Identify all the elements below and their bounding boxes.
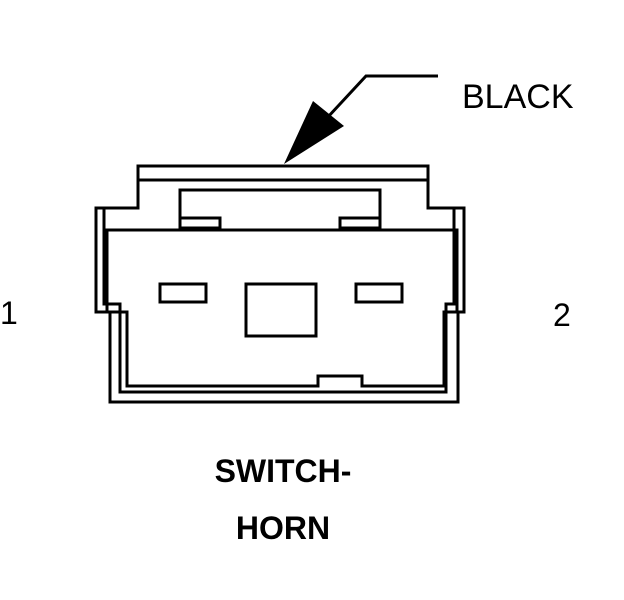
connector-housing <box>94 164 466 404</box>
callout-arrowhead <box>284 101 344 164</box>
caption-line-2: HORN <box>236 510 330 546</box>
caption-line-1: SWITCH- <box>215 453 352 489</box>
callout-label: BLACK <box>462 78 574 116</box>
pin-label-2: 2 <box>553 297 571 333</box>
connector-body <box>105 228 459 388</box>
latch-tab-right <box>338 216 382 230</box>
callout-leader <box>325 74 438 120</box>
terminal-cavity-2 <box>354 282 404 304</box>
top-latch <box>178 188 382 228</box>
latch-tab-left <box>178 216 222 230</box>
center-cavity <box>244 282 318 338</box>
inner-shell <box>102 178 456 394</box>
pin-label-1: 1 <box>0 295 18 331</box>
terminal-cavity-1 <box>158 282 208 304</box>
